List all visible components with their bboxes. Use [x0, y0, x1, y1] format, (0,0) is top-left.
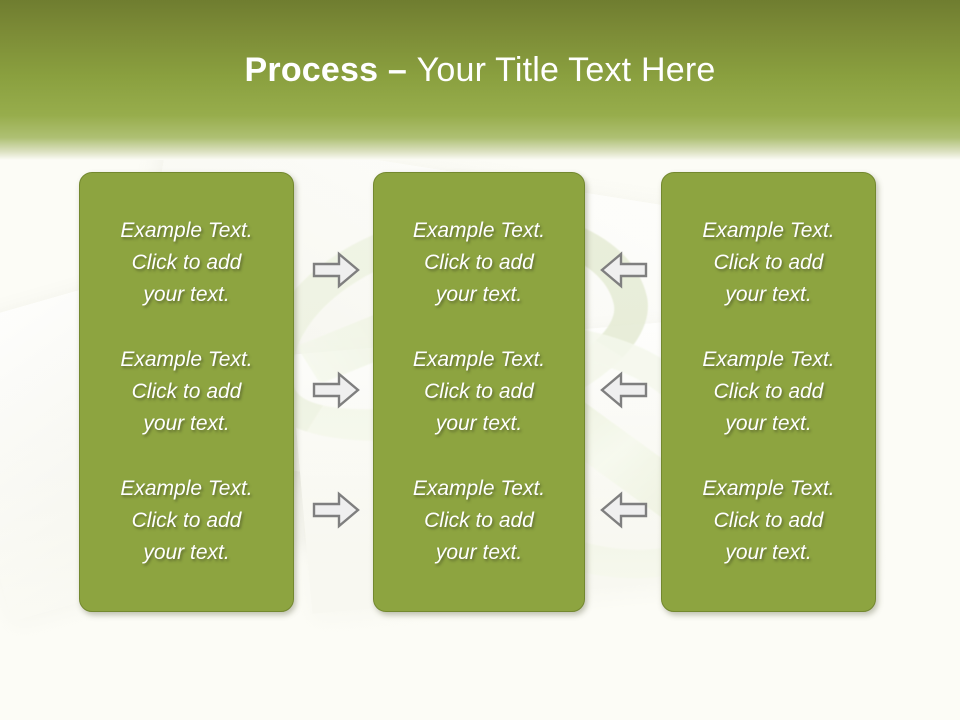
- process-cell[interactable]: Example Text. Click to add your text.: [702, 476, 835, 564]
- page-title-rest: Your Title Text Here: [416, 51, 716, 89]
- arrow-right-icon: [312, 251, 360, 289]
- page-title: Process – Your Title Text Here: [0, 48, 960, 92]
- process-column-left[interactable]: Example Text. Click to add your text. Ex…: [79, 172, 294, 612]
- process-cell[interactable]: Example Text. Click to add your text.: [120, 219, 253, 307]
- page-title-dash: –: [378, 51, 417, 89]
- arrow-right-icon: [312, 371, 360, 409]
- arrow-left-icon: [600, 371, 648, 409]
- process-cell[interactable]: Example Text. Click to add your text.: [702, 347, 835, 435]
- process-cell[interactable]: Example Text. Click to add your text.: [412, 219, 546, 307]
- header-banner: [0, 0, 960, 160]
- arrow-right-icon: [312, 491, 360, 529]
- process-column-middle[interactable]: Example Text. Click to add your text. Ex…: [373, 172, 585, 612]
- process-column-right[interactable]: Example Text. Click to add your text. Ex…: [661, 172, 876, 612]
- process-cell[interactable]: Example Text. Click to add your text.: [412, 347, 546, 435]
- arrow-left-icon: [600, 251, 648, 289]
- process-cell[interactable]: Example Text. Click to add your text.: [120, 347, 253, 435]
- process-cell[interactable]: Example Text. Click to add your text.: [702, 219, 835, 307]
- process-cell[interactable]: Example Text. Click to add your text.: [412, 476, 546, 564]
- page-title-bold: Process: [244, 51, 379, 89]
- arrow-left-icon: [600, 491, 648, 529]
- process-cell[interactable]: Example Text. Click to add your text.: [120, 476, 253, 564]
